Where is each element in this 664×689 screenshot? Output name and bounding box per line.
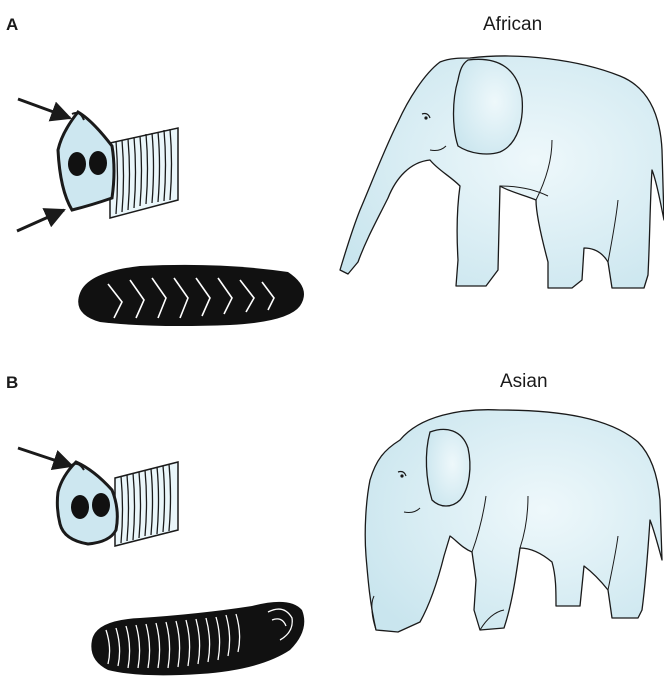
panel-b: B Asian — [6, 371, 662, 675]
elephant-icon — [340, 56, 664, 288]
panel-a-letter: A — [6, 15, 18, 34]
arrow-icon — [18, 448, 72, 466]
panel-b-species-label: Asian — [500, 371, 548, 392]
panel-b-letter: B — [6, 373, 18, 392]
panel-a-species-label: African — [483, 14, 542, 35]
trunk-tip-icon — [58, 112, 178, 218]
trunk-tip-icon — [57, 462, 178, 546]
elephant-icon — [365, 410, 662, 632]
molar-icon — [78, 265, 304, 326]
arrow-icon — [18, 99, 70, 118]
arrow-icon — [17, 210, 64, 231]
panel-a: A African — [6, 14, 664, 326]
molar-icon — [91, 602, 304, 676]
